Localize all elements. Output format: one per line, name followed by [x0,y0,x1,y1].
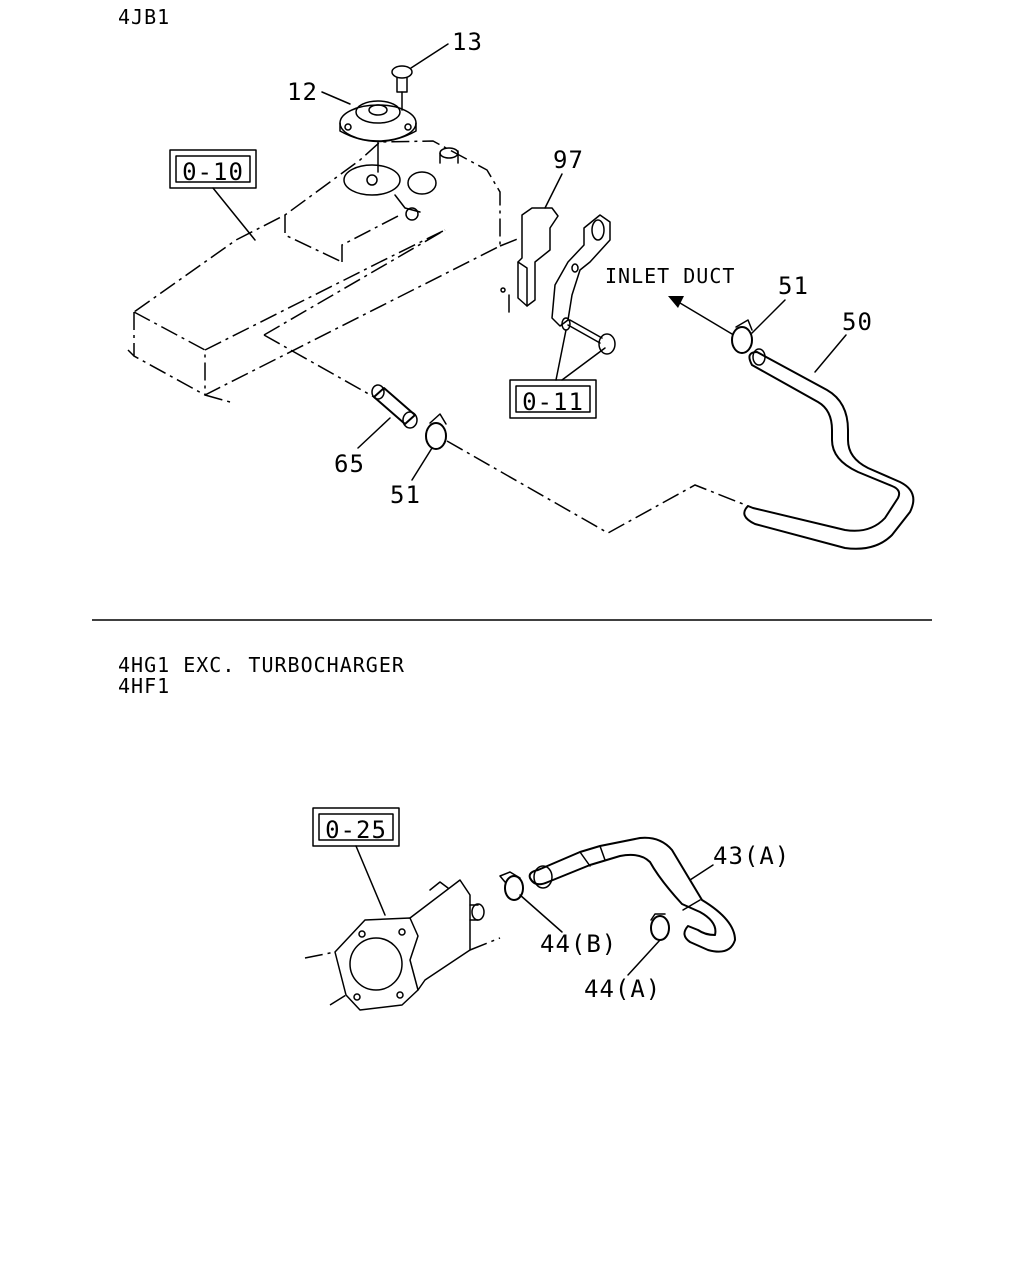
callout-label: 13 [452,28,483,56]
cylinder-head-cover [127,140,521,403]
ref-box-label-0-10: 0-10 [182,158,244,186]
ref-box-0-11: 0-11 [509,329,606,419]
screw-part-13 [391,65,413,111]
pcv-valve-part-12 [339,100,417,173]
ref-box-0-10: 0-10 [169,149,257,241]
section-4jb1: 4JB1 [118,5,915,550]
clip-part-51-lower [425,413,447,450]
callout-44b: 44(B) [519,894,617,958]
callout-label: 65 [334,450,365,478]
engine-model-label: 4JB1 [118,5,170,29]
callout-44a: 44(A) [584,939,661,1003]
inlet-duct-arrow [668,296,733,335]
clip-part-51-upper [731,319,753,354]
hose-part-50 [743,348,915,550]
callout-label: 43(A) [713,842,790,870]
callout-label: 44(A) [584,975,661,1003]
hose-part-43a [528,836,736,953]
callout-12: 12 [287,78,351,106]
callout-label: 51 [390,481,421,509]
callout-97: 97 [544,146,584,209]
ref-box-label-0-25: 0-25 [325,816,387,844]
callout-65: 65 [334,417,391,478]
callout-label: 97 [553,146,584,174]
engine-model-label-2: 4HF1 [118,674,170,698]
ref-box-label-0-11: 0-11 [522,388,584,416]
clamp-part-44a [650,913,670,941]
section-4hg1-4hf1: 4HG1 EXC. TURBOCHARGER 4HF1 [118,653,790,1011]
ref-box-0-25: 0-25 [312,807,400,916]
callout-label: 44(B) [540,930,617,958]
clamp-part-44b [499,871,524,901]
bracket-part-97 [500,207,611,327]
routing-line [263,334,749,534]
callout-label: 12 [287,78,318,106]
thermostat-housing [304,879,501,1011]
engine-model-label-1: 4HG1 EXC. TURBOCHARGER [118,653,405,677]
callout-label: 50 [842,308,873,336]
bolt-ref-0-11 [561,317,616,355]
callout-50: 50 [814,308,873,373]
fitting-part-65 [371,384,418,429]
callout-label: 51 [778,272,809,300]
inlet-duct-label: INLET DUCT [605,264,735,288]
callout-43a: 43(A) [689,842,790,881]
callout-51-lower: 51 [390,447,433,509]
callout-51-upper: 51 [751,272,809,334]
callout-13: 13 [410,28,483,69]
